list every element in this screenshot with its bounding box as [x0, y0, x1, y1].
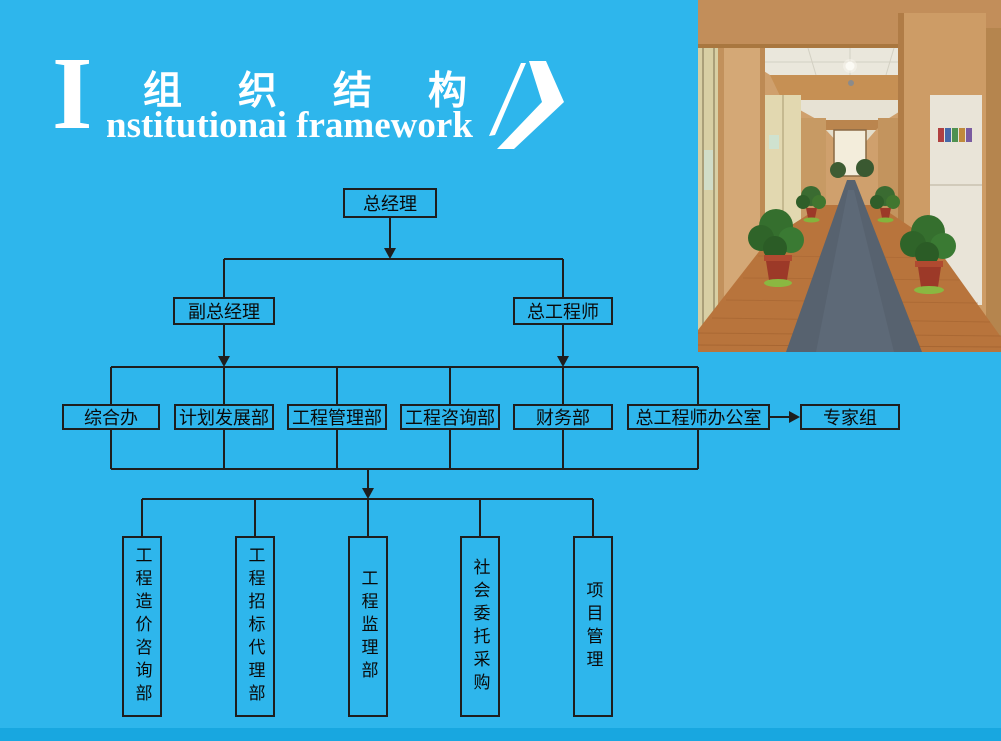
org-node-chief-engineer-office: 总工程师办公室 [627, 404, 770, 430]
page-subtitle: nstitutionai framework [106, 105, 473, 146]
page-title: 组织结构 [143, 70, 524, 113]
header-initial-letter: I [52, 36, 93, 151]
org-node-expert-group: 专家组 [800, 404, 900, 430]
org-node-chief-engineer: 总工程师 [513, 297, 613, 325]
org-node-planning-development-dept: 计划发展部 [174, 404, 274, 430]
office-hallway-photo [698, 0, 1001, 352]
org-node-engineering-consulting-dept: 工程咨询部 [400, 404, 500, 430]
org-node-bidding-agency-dept: 工程招标代理部 [235, 536, 275, 717]
org-node-cost-consulting-dept: 工程造价咨询部 [122, 536, 162, 717]
org-node-deputy-general-manager: 副总经理 [173, 297, 275, 325]
org-node-finance-dept: 财务部 [513, 404, 613, 430]
org-node-project-management: 项目管理 [573, 536, 613, 717]
org-node-general-office: 综合办 [62, 404, 160, 430]
org-node-general-manager: 总经理 [343, 188, 437, 218]
double-chevron-right-icon [489, 61, 564, 149]
org-node-engineering-management-dept: 工程管理部 [287, 404, 387, 430]
org-node-social-procurement: 社会委托采购 [460, 536, 500, 717]
bottom-accent-band [0, 728, 1001, 741]
org-node-supervision-dept: 工程监理部 [348, 536, 388, 717]
